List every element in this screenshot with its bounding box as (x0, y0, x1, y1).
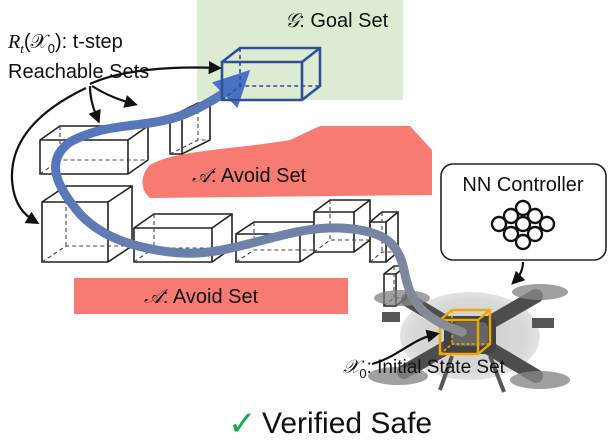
reachable-label-line1: Rt(𝒳0): t-step (7, 31, 123, 56)
goal-label: 𝒢: Goal Set (285, 10, 389, 32)
reachable-label-line2: Reachable Sets (8, 61, 149, 83)
trajectory (51, 69, 467, 337)
avoid-label-top: 𝒜: Avoid Set (192, 165, 307, 187)
avoid-region-bottom (74, 278, 348, 314)
reachable-sets (39, 102, 407, 307)
neural-network-icon (490, 199, 556, 251)
nn-controller-label: NN Controller (462, 174, 583, 196)
avoid-label-bottom: 𝒜: Avoid Set (144, 286, 259, 308)
label-arrows (10, 61, 222, 224)
avoid-region-top (142, 126, 432, 198)
verified-check-icon: ✓ (228, 404, 257, 442)
controller-arrow (511, 261, 526, 285)
goal-box (220, 46, 322, 102)
initial-state-arrow (371, 329, 440, 366)
nn-controller: NN Controller (440, 163, 607, 261)
initial-state-label: 𝒳0: Initial State Set (343, 357, 506, 381)
verified-label: Verified Safe (262, 407, 432, 440)
